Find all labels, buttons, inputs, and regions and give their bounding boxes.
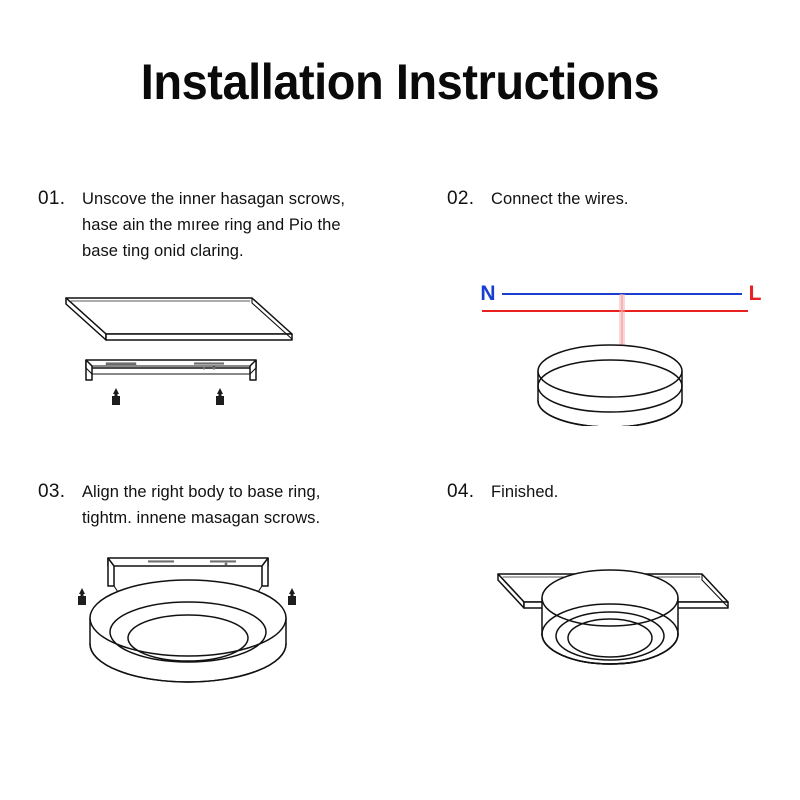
screw-icon-left [78,588,86,605]
screw-icon-left [112,388,120,405]
base-ring-icon [537,344,683,426]
step-02-head: 02. Connect the wires. [447,186,777,212]
step-02-number: 02. [447,188,475,209]
light-body-icon [541,569,679,665]
step-02: 02. Connect the wires. [447,186,777,212]
step-03-head: 03. Align the right body to base ring, t… [38,479,410,531]
step-01: 01. Unscove the inner hasagan scrows, ha… [38,186,410,264]
wire-label-neutral: N [480,282,495,305]
ceiling-plate-icon [65,297,293,341]
step-01-text: Unscove the inner hasagan scrows, hase a… [82,190,346,260]
step-04: 04. Finished. [447,479,777,505]
step-01-head: 01. Unscove the inner hasagan scrows, ha… [38,186,410,264]
light-body-icon [89,579,287,683]
figure-step-03 [60,540,330,690]
step-03: 03. Align the right body to base ring, t… [38,479,410,531]
step-03-text: Align the right body to base ring, tight… [82,483,321,527]
step-04-text: Finished. [491,483,559,501]
step-01-number: 01. [38,188,66,209]
figure-step-01 [44,276,314,411]
step-03-number: 03. [38,481,66,502]
figure-step-02: N L [470,266,770,426]
page-title: Installation Instructions [140,54,660,110]
figure-step-04 [470,540,750,690]
step-02-text: Connect the wires. [491,190,629,208]
base-bracket-icon [85,359,257,381]
base-bracket-icon [107,557,269,593]
step-04-head: 04. Finished. [447,479,777,505]
screw-icon-right [216,388,224,405]
wire-label-live: L [749,282,762,305]
step-04-number: 04. [447,481,475,502]
screw-icon-right [288,588,296,605]
